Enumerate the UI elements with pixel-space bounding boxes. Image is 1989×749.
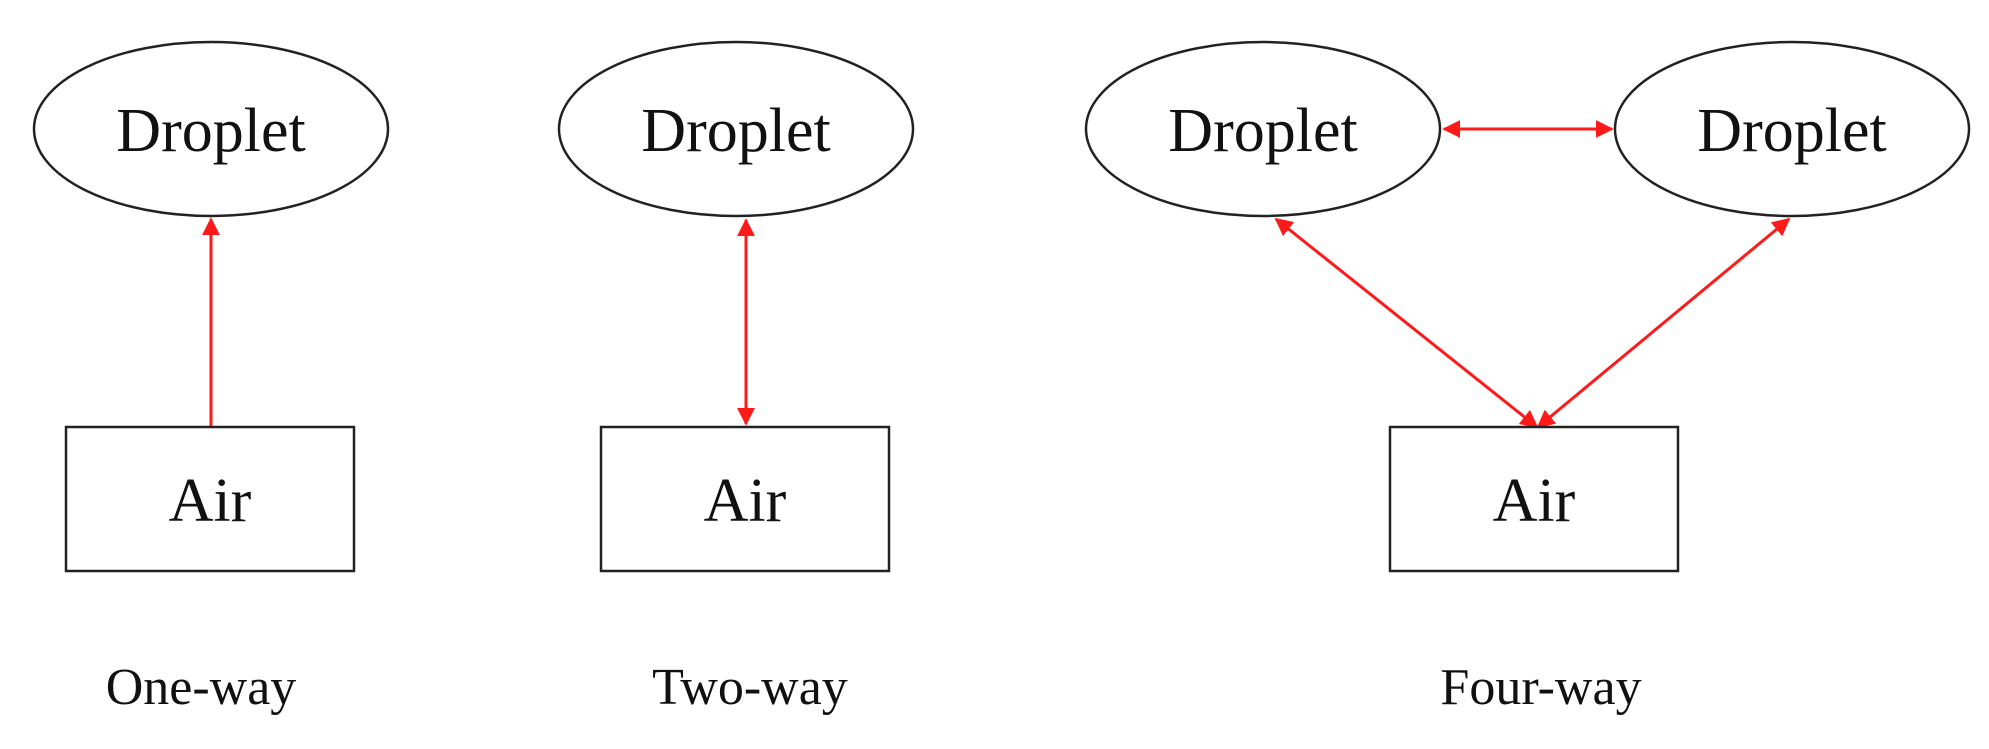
air-label: Air xyxy=(169,467,252,535)
droplet-label: Droplet xyxy=(1168,97,1357,165)
air-label: Air xyxy=(704,467,787,535)
droplet-label: Droplet xyxy=(1697,97,1886,165)
panel-caption: Four-way xyxy=(1440,659,1641,716)
droplet-node: Droplet xyxy=(557,40,915,218)
panel-caption: Two-way xyxy=(652,659,848,716)
droplet-label: Droplet xyxy=(641,97,830,165)
air-node: Air xyxy=(599,425,891,573)
droplet-label: Droplet xyxy=(116,97,305,165)
panel-caption: One-way xyxy=(106,659,297,716)
air-label: Air xyxy=(1493,467,1576,535)
link-air-droplet-2 xyxy=(1536,217,1791,429)
link-air-droplet-1 xyxy=(1274,217,1539,429)
panel-one-way: Droplet Air One-way xyxy=(32,40,390,716)
air-node: Air xyxy=(64,425,356,573)
panel-four-way: Droplet Droplet Air Four-way xyxy=(1084,40,1971,716)
droplet-node-left: Droplet xyxy=(1084,40,1442,218)
droplet-node-right: Droplet xyxy=(1613,40,1971,218)
droplet-node: Droplet xyxy=(32,40,390,218)
air-node: Air xyxy=(1388,425,1680,573)
panel-two-way: Droplet Air Two-way xyxy=(557,40,915,716)
